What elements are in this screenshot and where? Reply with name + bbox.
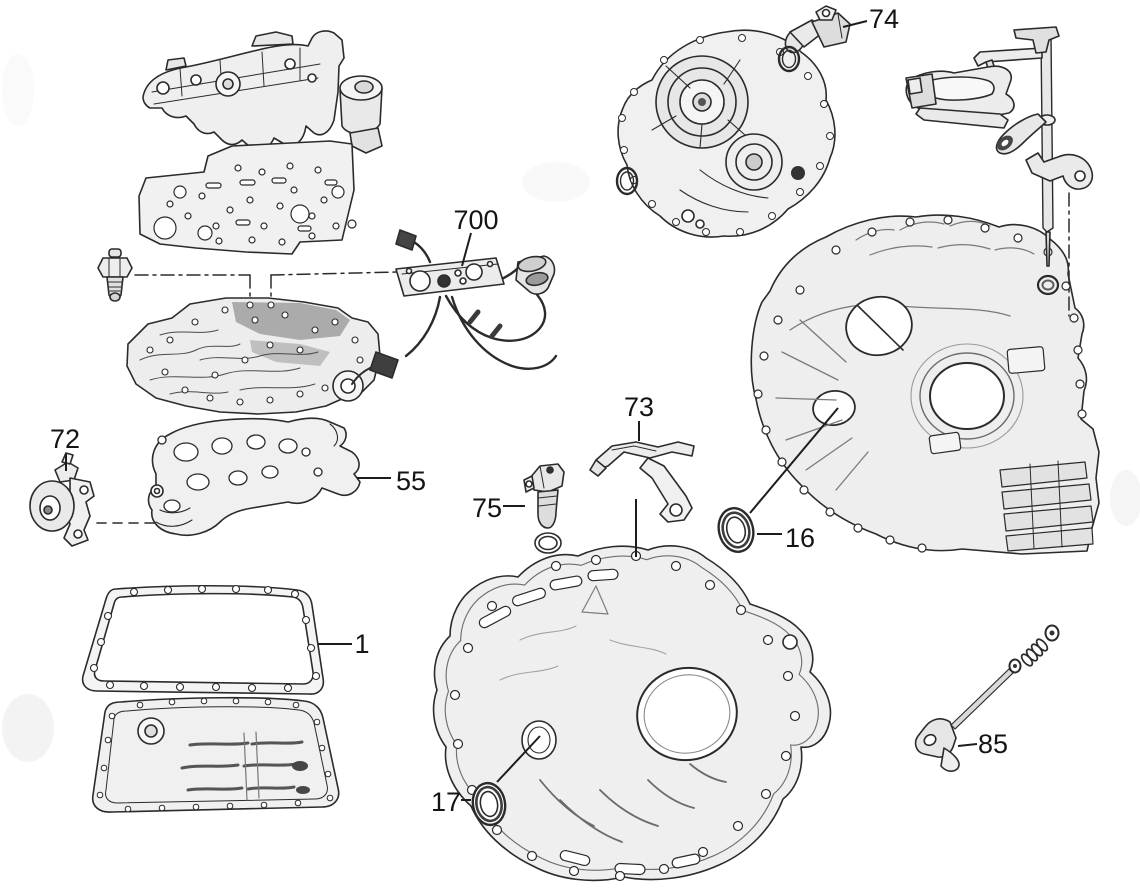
callout-73: 73 (624, 392, 654, 422)
oil-filter-55 (147, 417, 361, 537)
solenoid-72 (29, 452, 95, 547)
lower-valve-body (126, 297, 381, 415)
callout-17: 17 (431, 787, 461, 817)
leader-lines (65, 20, 978, 801)
sensor-75-o-ring (534, 532, 562, 554)
leader-17-long (496, 735, 541, 783)
leader-74 (842, 20, 868, 28)
callout-labels: 1 16 17 55 72 73 74 75 85 700 (50, 4, 1008, 817)
seal-17 (471, 781, 507, 827)
bracket-73 (589, 441, 695, 523)
speed-sensor-75 (523, 463, 565, 554)
detent-rod-85 (914, 624, 1060, 772)
scan-smudges (2, 54, 1140, 762)
wiring-harness-700 (351, 229, 558, 385)
oil-pan (91, 696, 340, 813)
callout-85: 85 (978, 729, 1008, 759)
upper-valve-body-assembly (142, 30, 383, 154)
callout-700: 700 (453, 205, 498, 235)
callout-75: 75 (472, 493, 502, 523)
callout-16: 16 (785, 523, 815, 553)
input-speed-sensor-74 (777, 5, 851, 73)
transaxle-case (750, 214, 1100, 555)
leader-85 (957, 743, 978, 747)
leader-16-long (749, 407, 839, 514)
separator-plate (138, 140, 357, 255)
dipstick-o-ring (1036, 274, 1060, 296)
side-cover-o-ring (615, 166, 639, 196)
side-cover (617, 29, 836, 238)
alignment-dash-lines (134, 271, 397, 302)
callout-72: 72 (50, 424, 80, 454)
bell-housing (432, 545, 832, 882)
seal-16 (717, 507, 755, 553)
leader-700 (461, 232, 472, 267)
oil-pan-gasket-1 (81, 584, 325, 695)
pressure-switch (97, 248, 133, 302)
callout-1: 1 (354, 629, 369, 659)
callout-55: 55 (396, 466, 426, 496)
callout-74: 74 (869, 4, 899, 34)
parking-mechanism (905, 26, 1094, 317)
accumulator-cylinder (339, 75, 383, 154)
